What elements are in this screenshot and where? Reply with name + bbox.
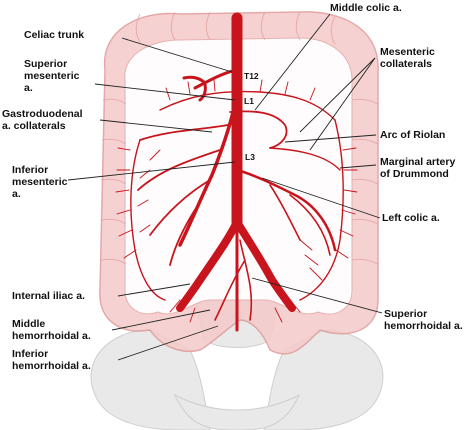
- leader-lines: [67, 13, 383, 361]
- label-middle-colic: Middle colic a.: [330, 2, 402, 14]
- inferior-mesenteric-artery: [235, 168, 337, 252]
- label-superior-hemorrhoidal: Superior hemorrhoidal a.: [384, 308, 463, 332]
- label-marginal-artery: Marginal artery of Drummond: [380, 156, 456, 180]
- level-t12: T12: [244, 71, 259, 81]
- arterial-tree: [115, 12, 358, 332]
- label-inferior-mesenteric: Inferior mesenteric a.: [12, 164, 68, 200]
- label-gastroduodenal-collaterals: Gastroduodenal a. collaterals: [2, 108, 83, 132]
- label-left-colic: Left colic a.: [382, 212, 440, 224]
- label-arc-of-riolan: Arc of Riolan: [380, 129, 446, 141]
- label-internal-iliac: Internal iliac a.: [12, 290, 85, 302]
- label-middle-hemorrhoidal: Middle hemorrhoidal a.: [12, 318, 91, 342]
- label-celiac-trunk: Celiac trunk: [24, 29, 85, 41]
- level-l1: L1: [244, 96, 254, 106]
- superior-mesenteric-artery: [178, 93, 239, 247]
- level-l3: L3: [245, 152, 255, 162]
- label-mesenteric-collaterals: Mesenteric collaterals: [380, 46, 435, 70]
- label-superior-mesenteric: Superior mesenteric a.: [24, 58, 80, 94]
- label-inferior-hemorrhoidal: Inferior hemorrhoidal a.: [12, 348, 91, 372]
- celiac-trunk-artery: [182, 68, 239, 102]
